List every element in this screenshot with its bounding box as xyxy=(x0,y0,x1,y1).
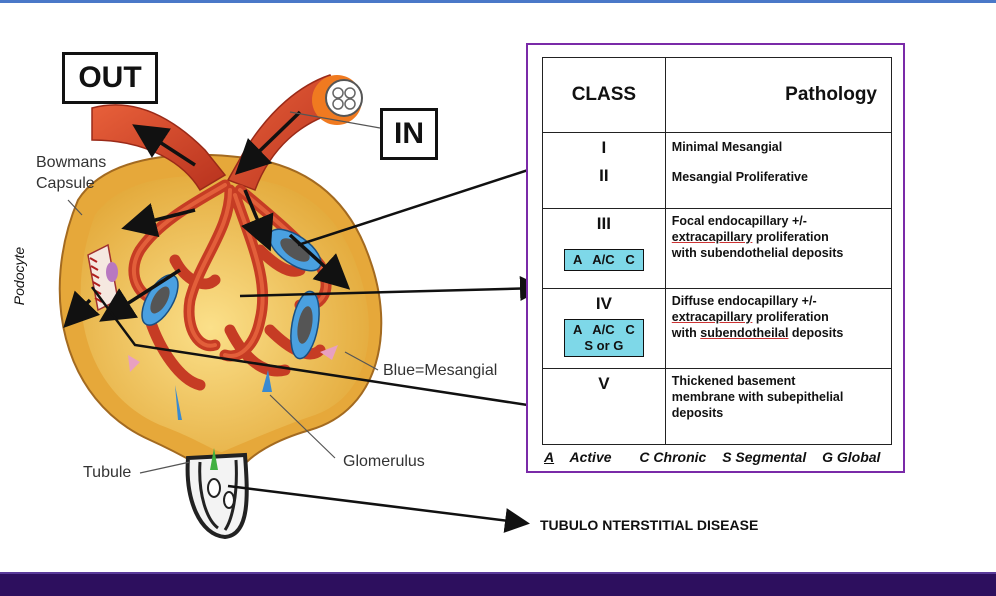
proliferation-term: proliferation xyxy=(752,230,829,244)
class-ii: II xyxy=(599,166,609,185)
podocyte-label: Podocyte xyxy=(11,246,28,306)
with-term: with xyxy=(671,246,701,260)
legend-active: A Active xyxy=(544,449,624,465)
legend-global: G Global xyxy=(822,449,881,465)
tubule-inner-left xyxy=(198,461,219,530)
in-label: IN xyxy=(380,108,438,160)
subclass-iii: A A/C C xyxy=(563,249,644,271)
extracapillary-term: extracapillary xyxy=(671,310,753,324)
legend-a-rest: Active xyxy=(566,449,612,465)
pathology-cell-3: Focal endocapillary +/- extracapillary p… xyxy=(664,208,893,289)
out-label: OUT xyxy=(62,52,158,104)
table-row: V Thickened basement membrane with subep… xyxy=(542,368,893,445)
with-term: with xyxy=(671,326,701,340)
table-row: III A A/C C Focal endocapillary +/- extr… xyxy=(542,208,893,289)
bowmans-label-2: Capsule xyxy=(36,175,95,192)
subendothelial-term: subendothelial deposits xyxy=(700,246,844,260)
pathology-iv-3: with subendotheilal deposits xyxy=(672,325,891,341)
proliferation-term: proliferation xyxy=(752,310,829,324)
class-cell-3: III A A/C C xyxy=(542,208,666,289)
pathology-iii-1: Focal endocapillary +/- xyxy=(671,214,807,228)
legend-segmental: S Segmental xyxy=(722,449,807,465)
legend: A Active C Chronic S Segmental G Global xyxy=(544,449,892,465)
pathology-cell-5: Thickened basement membrane with subepit… xyxy=(664,368,893,445)
header-pathology: Pathology xyxy=(664,57,893,133)
classification-table: CLASS Pathology I II Minimal Mesangial M… xyxy=(542,57,893,445)
class-i: I xyxy=(601,138,607,157)
header-class: CLASS xyxy=(542,57,666,133)
class-iii: III xyxy=(596,214,611,233)
table-row: I II Minimal Mesangial Mesangial Prolife… xyxy=(542,132,893,209)
blue-mesangial-label: Blue=Mesangial xyxy=(383,362,498,379)
pathology-iii-2: extracapillary proliferation xyxy=(672,229,891,245)
top-rule xyxy=(0,0,996,3)
pathology-iv-1: Diffuse endocapillary +/- xyxy=(671,294,817,308)
pointer-arrows xyxy=(90,152,570,533)
legend-a-letter: A xyxy=(544,449,555,465)
classification-frame: CLASS Pathology I II Minimal Mesangial M… xyxy=(526,43,905,473)
legend-chronic: C Chronic xyxy=(639,449,707,465)
pathology-iii-3: with subendothelial deposits xyxy=(672,245,891,261)
flow-arrows xyxy=(63,110,351,329)
tubule-label: Tubule xyxy=(83,464,132,481)
class-cell-5: V xyxy=(542,368,666,445)
pathology-i: Minimal Mesangial xyxy=(671,140,783,154)
subendotheilal-term: subendotheilal xyxy=(700,326,789,340)
pathology-cell-4: Diffuse endocapillary +/- extracapillary… xyxy=(664,288,893,369)
tubulo-interstitial-label: TUBULO NTERSTITIAL DISEASE xyxy=(540,517,759,533)
bowmans-label-1: Bowmans xyxy=(36,154,107,171)
subclass-iv-line1: A A/C C xyxy=(572,322,635,337)
pathology-iv-2: extracapillary proliferation xyxy=(672,309,891,325)
subclass-iv-line2: S or G xyxy=(584,338,624,353)
deposits-term: deposits xyxy=(788,326,844,340)
glomerulus-label: Glomerulus xyxy=(343,453,425,470)
pathology-ii: Mesangial Proliferative xyxy=(671,170,808,184)
pathology-v-3: deposits xyxy=(671,406,724,420)
table-header-row: CLASS Pathology xyxy=(542,57,893,133)
pathology-v-1: Thickened basement xyxy=(671,374,796,388)
pathology-v-2: membrane with subepithelial xyxy=(671,390,844,404)
pathology-cell-1: Minimal Mesangial Mesangial Proliferativ… xyxy=(664,132,893,209)
bottom-band xyxy=(0,572,996,596)
extracapillary-term: extracapillary xyxy=(671,230,753,244)
class-cell-1: I II xyxy=(542,132,666,209)
class-v: V xyxy=(598,374,610,393)
class-iv: IV xyxy=(595,294,612,313)
